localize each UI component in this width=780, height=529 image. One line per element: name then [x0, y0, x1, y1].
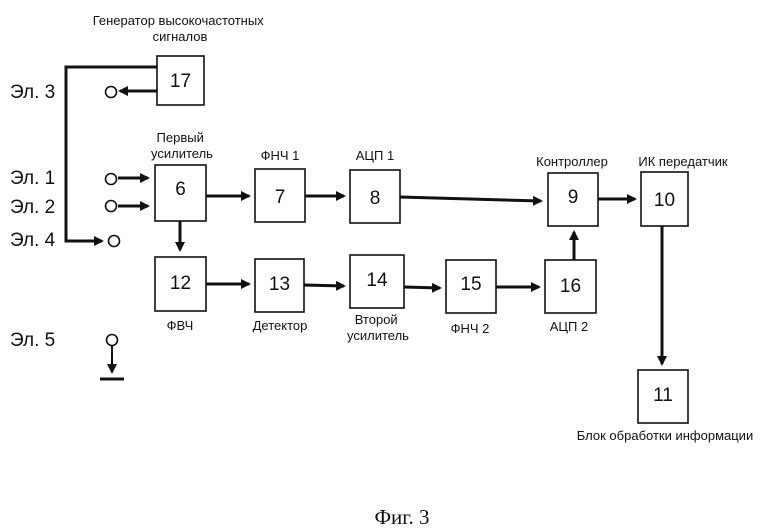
label-13: Детектор	[253, 318, 308, 333]
block-10-number: 10	[654, 190, 675, 211]
label-16: АЦП 2	[550, 319, 588, 334]
block-10: 10	[641, 172, 688, 226]
label-el2: Эл. 2	[10, 197, 55, 218]
terminal-el1	[106, 174, 117, 185]
block-8: 8	[350, 170, 400, 223]
label-el5: Эл. 5	[10, 330, 55, 351]
block-17: 17	[157, 56, 204, 105]
block-7: 7	[255, 169, 305, 222]
block-14: 14	[350, 255, 404, 308]
block-6: 6	[155, 165, 206, 221]
block-8-number: 8	[370, 188, 381, 209]
block-11-number: 11	[653, 385, 673, 406]
label-8: АЦП 1	[356, 148, 394, 163]
terminal-el5	[107, 335, 118, 346]
label-17-line-1: Генератор высокочастотных	[93, 13, 264, 28]
block-17-number: 17	[170, 71, 191, 92]
block-12: 12	[155, 257, 206, 311]
label-9: Контроллер	[536, 154, 608, 169]
figure-caption: Фиг. 3	[374, 505, 429, 529]
label-14-line-1: Второй	[355, 312, 398, 327]
block-14-number: 14	[366, 270, 388, 291]
label-6-line-1: Первый	[157, 130, 204, 145]
label-12: ФВЧ	[167, 318, 194, 333]
label-10: ИК передатчик	[638, 154, 727, 169]
block-15: 15	[446, 260, 496, 313]
label-17: Генератор высокочастотных сигналов	[93, 13, 268, 44]
label-14-line-2: усилитель	[347, 328, 409, 343]
block-9: 9	[548, 173, 598, 226]
block-13-number: 13	[269, 274, 290, 295]
label-6-line-2: усилитель	[151, 146, 213, 161]
block-7-number: 7	[275, 187, 286, 208]
label-14: Второй усилитель	[347, 312, 409, 343]
label-15: ФНЧ 2	[451, 321, 490, 336]
label-17-line-2: сигналов	[153, 29, 208, 44]
block-13: 13	[255, 259, 304, 312]
wire-8-to-9	[400, 197, 541, 201]
label-11: Блок обработки информации	[577, 428, 753, 443]
block-9-number: 9	[568, 187, 579, 208]
wire-14-to-15	[404, 287, 440, 288]
terminal-el4	[109, 236, 120, 247]
block-16-number: 16	[560, 276, 581, 297]
block-12-number: 12	[170, 273, 191, 294]
wire-13-to-14	[304, 285, 344, 286]
block-16: 16	[545, 260, 596, 313]
terminals	[106, 87, 120, 346]
label-el3: Эл. 3	[10, 82, 55, 103]
block-15-number: 15	[460, 274, 481, 295]
block-6-number: 6	[175, 179, 186, 200]
block-11: 11	[638, 370, 688, 423]
electrode-labels: Эл. 3 Эл. 1 Эл. 2 Эл. 4 Эл. 5	[10, 82, 56, 351]
label-el4: Эл. 4	[10, 230, 56, 251]
label-6: Первый усилитель	[151, 130, 213, 161]
terminal-el3	[106, 87, 117, 98]
label-7: ФНЧ 1	[261, 148, 300, 163]
label-el1: Эл. 1	[10, 168, 55, 189]
terminal-el2	[106, 201, 117, 212]
